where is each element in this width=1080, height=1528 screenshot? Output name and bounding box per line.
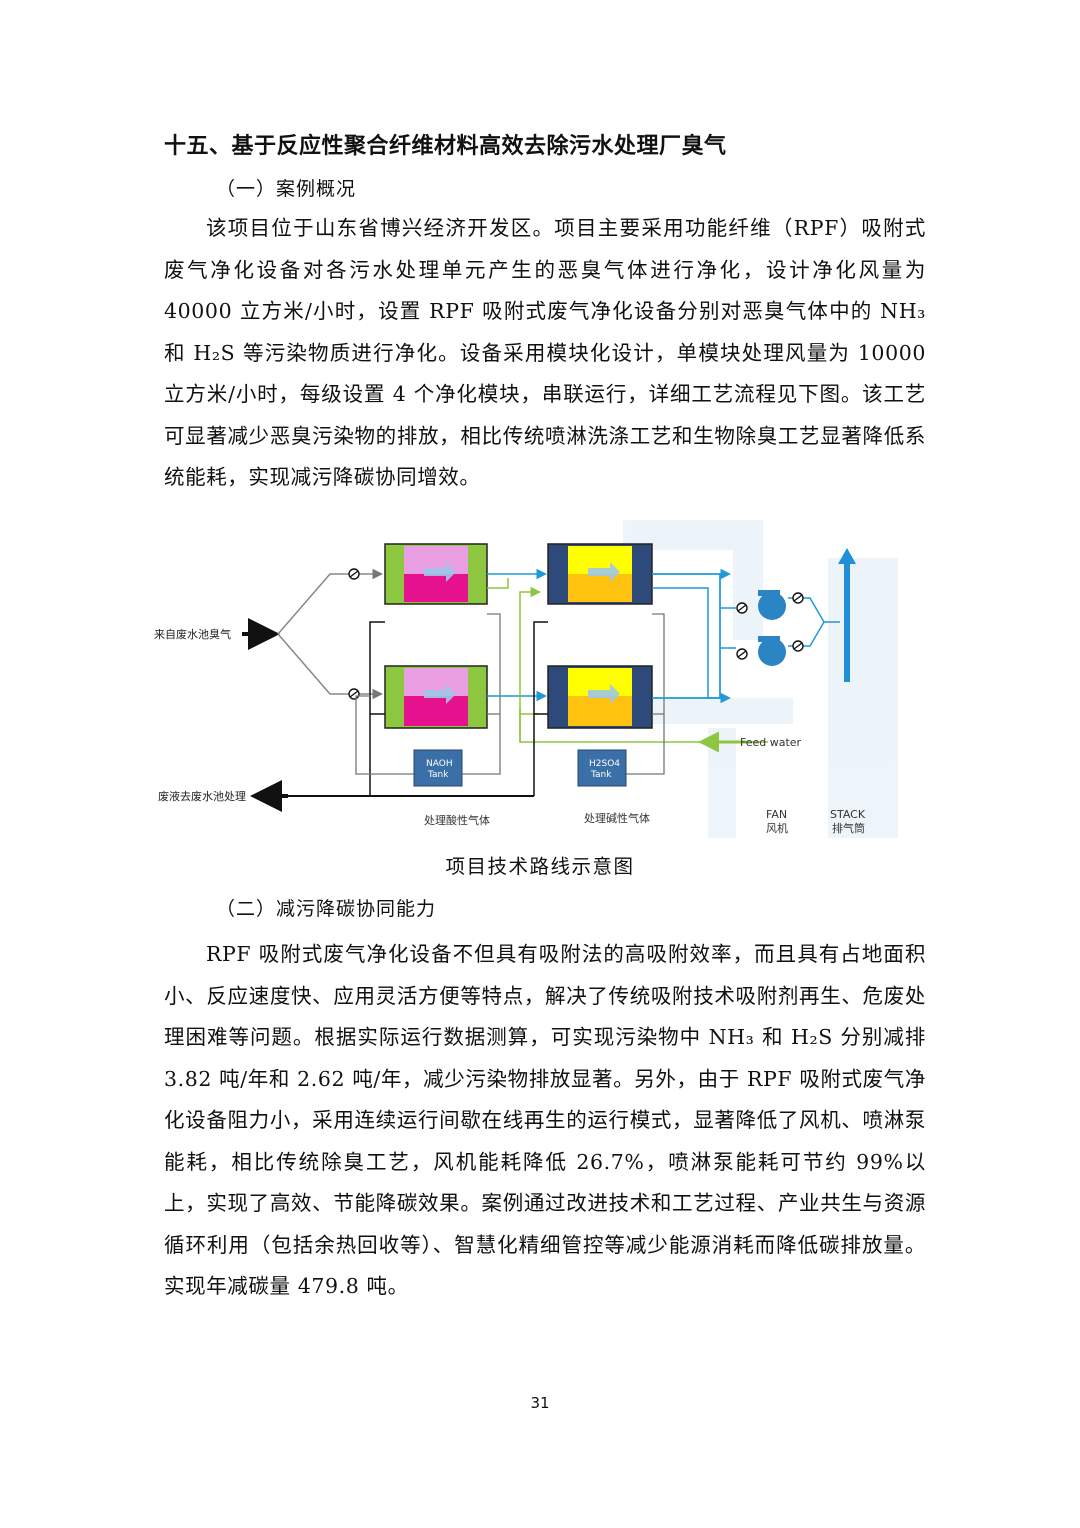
watermark [623, 520, 898, 838]
figure-caption: 项目技术路线示意图 [445, 855, 635, 878]
acid-scrubber-bottom [384, 665, 488, 729]
fan-label-en: FAN [766, 808, 787, 821]
outlet-label: 废液去废水池处理 [158, 789, 246, 803]
inlet-branch-top [277, 568, 383, 635]
section-heading: 十五、基于反应性聚合纤维材料高效去除污水处理厂臭气 [164, 134, 727, 159]
stack-label-en: STACK [830, 808, 866, 821]
paragraph-synergy: RPF 吸附式废气净化设备不但具有吸附法的高吸附效率，而且具有占地面积小、反应速… [164, 942, 926, 1298]
feed-water-label: Feed water [740, 736, 802, 749]
svg-text:Tank: Tank [427, 770, 449, 780]
stack-label-cn: 排气筒 [832, 821, 865, 835]
inlet-branch-bottom [277, 633, 383, 700]
svg-text:Tank: Tank [590, 770, 612, 780]
fan-label-cn: 风机 [766, 821, 788, 835]
svg-text:NAOH: NAOH [426, 759, 453, 769]
alkali-scrubber-bottom [547, 665, 653, 729]
acid-scrubber-top [384, 543, 488, 605]
svg-text:H2SO4: H2SO4 [589, 759, 620, 769]
subheading-overview: （一）案例概况 [216, 178, 357, 200]
subheading-synergy: （二）减污降碳协同能力 [216, 898, 437, 920]
naoh-tank: NAOH Tank [413, 749, 463, 787]
valve-icon [348, 568, 360, 700]
stack-icon [838, 548, 856, 682]
inlet-label: 来自废水池臭气 [154, 627, 231, 641]
h2so4-tank: H2SO4 Tank [577, 749, 627, 787]
fan-icon [758, 590, 786, 666]
page-number: 31 [530, 1394, 550, 1412]
alkali-stage-label: 处理碱性气体 [584, 811, 650, 825]
alkali-scrubber-top [547, 543, 653, 605]
acid-stage-label: 处理酸性气体 [424, 813, 490, 827]
paragraph-overview: 该项目位于山东省博兴经济开发区。项目主要采用功能纤维（RPF）吸附式废气净化设备… [164, 216, 926, 489]
process-flow-diagram: 来自废水池臭气 [154, 520, 898, 838]
valve-icon [736, 592, 804, 660]
